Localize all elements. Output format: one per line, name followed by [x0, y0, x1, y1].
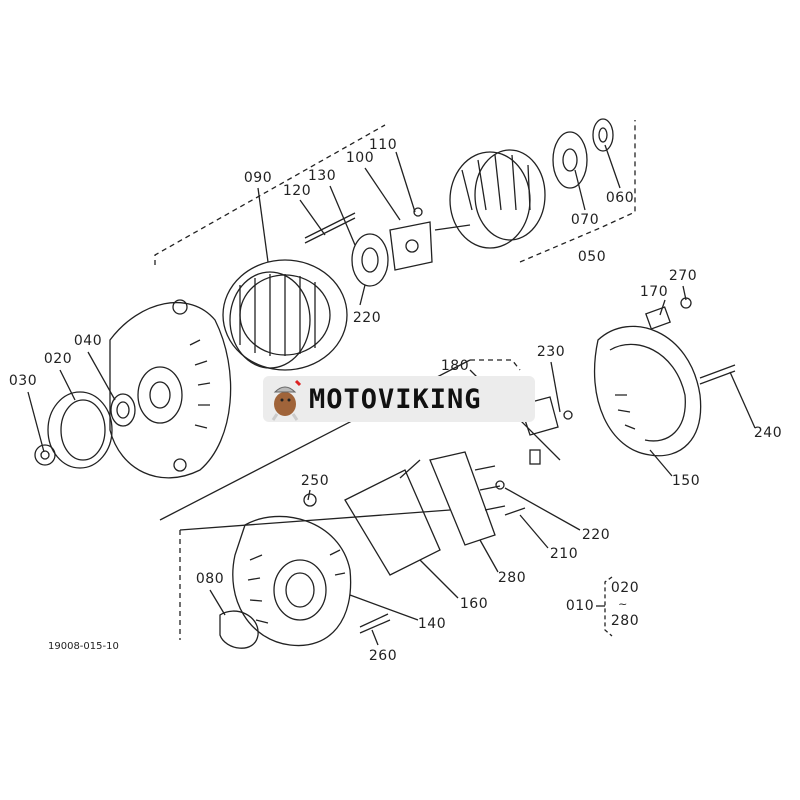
- part-label-220: 220: [352, 310, 382, 326]
- part-label-140: 140: [417, 616, 447, 632]
- rear-bearing: [304, 207, 433, 287]
- rear-housing: [219, 493, 391, 649]
- part-label-050: 050: [577, 249, 607, 265]
- part-label-040: 040: [73, 333, 103, 349]
- part-label-090: 090: [243, 170, 273, 186]
- watermark-logo: MOTOVIKING: [263, 376, 535, 422]
- part-label-130: 130: [307, 168, 337, 184]
- part-label-070: 070: [570, 212, 600, 228]
- part-label-100: 100: [345, 150, 375, 166]
- assembly-range-to: 280: [610, 613, 640, 629]
- pulley: [34, 391, 136, 469]
- part-label-280: 280: [497, 570, 527, 586]
- part-label-270: 270: [668, 268, 698, 284]
- rear-cover: [593, 297, 736, 457]
- part-label-120: 120: [282, 183, 312, 199]
- rotor: [434, 118, 614, 249]
- diagram-code: 19008-015-10: [48, 641, 119, 652]
- assembly-label-010: 010: [565, 598, 595, 614]
- part-label-260: 260: [368, 648, 398, 664]
- assembly-range-from: 020: [610, 580, 640, 596]
- part-label-210: 210: [549, 546, 579, 562]
- part-label-110: 110: [368, 137, 398, 153]
- part-label-250: 250: [300, 473, 330, 489]
- stator: [222, 259, 348, 371]
- part-label-170: 170: [639, 284, 669, 300]
- part-label-180: 180: [440, 358, 470, 374]
- part-label-160: 160: [459, 596, 489, 612]
- part-label-220-lower: 220: [581, 527, 611, 543]
- front-housing: [109, 299, 232, 479]
- part-label-150: 150: [671, 473, 701, 489]
- rectifier: [344, 451, 526, 576]
- brush-holder: [519, 396, 573, 465]
- part-label-030: 030: [8, 373, 38, 389]
- watermark-text: MOTOVIKING: [309, 383, 482, 415]
- assembly-range-mark: ~: [618, 597, 628, 611]
- part-label-060: 060: [605, 190, 635, 206]
- part-label-230: 230: [536, 344, 566, 360]
- viking-mascot-icon: [271, 379, 302, 421]
- part-label-240: 240: [753, 425, 783, 441]
- group-bracket-lines: [154, 120, 636, 640]
- part-label-080: 080: [195, 571, 225, 587]
- part-label-020: 020: [43, 351, 73, 367]
